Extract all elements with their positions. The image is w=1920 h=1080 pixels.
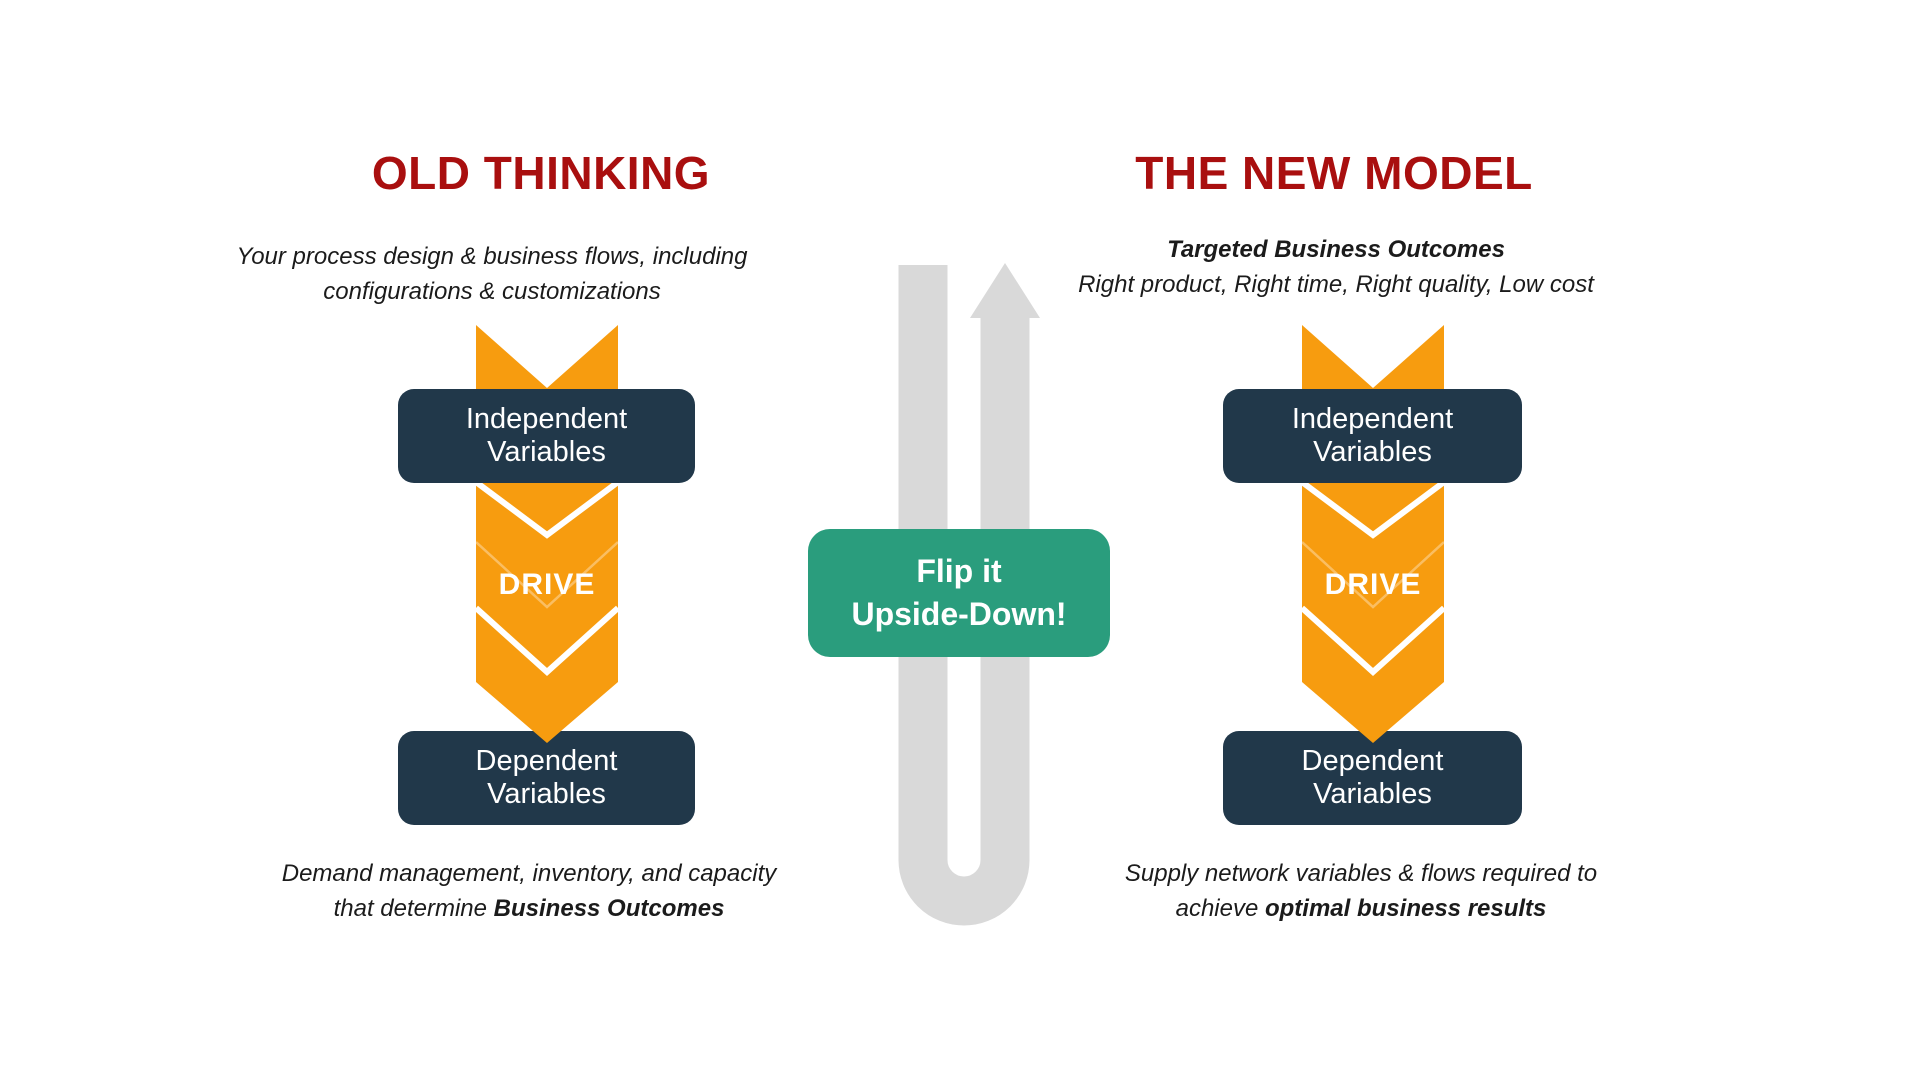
flip-upside-down-callout: Flip it Upside-Down! (808, 529, 1110, 657)
box-label-line: Independent (1291, 403, 1454, 435)
new-model-title: THE NEW MODEL (1135, 147, 1533, 199)
caption-line: Demand management, inventory, and capaci… (281, 860, 777, 887)
independent-variables-box: Independent Variables (1223, 389, 1522, 483)
u-turn-arrow-icon (898, 263, 1040, 926)
dependent-variables-box: Dependent Variables (398, 731, 695, 825)
chevron-divider-icon (1302, 479, 1444, 539)
chevron-divider-faint-icon (1302, 541, 1444, 609)
chevron-divider-icon (1302, 605, 1444, 677)
chevron-divider-icon (476, 605, 618, 677)
subtitle-line: Targeted Business Outcomes (1167, 236, 1505, 263)
new-model-subtitle: Targeted Business Outcomes Right product… (986, 232, 1686, 302)
subtitle-line: configurations & customizations (323, 278, 661, 305)
caption-bold-text: Business Outcomes (493, 895, 725, 922)
drive-label: DRIVE (498, 568, 596, 601)
chevron-divider-icon (476, 479, 618, 539)
caption-text: that determine (333, 895, 494, 922)
chevron-divider-faint-icon (476, 541, 618, 609)
old-thinking-caption: Demand management, inventory, and capaci… (199, 856, 859, 926)
u-turn-arrow-path (898, 265, 1030, 926)
u-turn-arrowhead (970, 263, 1040, 318)
flip-line: Upside-Down! (851, 596, 1067, 632)
dependent-variables-box: Dependent Variables (1223, 731, 1522, 825)
caption-text: achieve (1175, 895, 1265, 922)
down-arrow-icon (1302, 325, 1444, 743)
box-label-line: Variables (1313, 436, 1432, 468)
down-arrow-icon (476, 325, 618, 743)
box-label-line: Variables (487, 436, 606, 468)
box-label-line: Independent (465, 403, 628, 435)
box-label-line: Dependent (1301, 745, 1444, 777)
caption-line: achieve optimal business results (1031, 891, 1691, 926)
subtitle-line: Your process design & business flows, in… (236, 243, 748, 270)
caption-line: Supply network variables & flows require… (1124, 860, 1598, 887)
subtitle-line: Right product, Right time, Right quality… (1078, 271, 1594, 298)
box-label-line: Variables (487, 778, 606, 810)
new-model-caption: Supply network variables & flows require… (1031, 856, 1691, 926)
old-thinking-title: OLD THINKING (371, 147, 711, 199)
box-label-line: Variables (1313, 778, 1432, 810)
old-thinking-subtitle: Your process design & business flows, in… (142, 239, 842, 309)
independent-variables-box: Independent Variables (398, 389, 695, 483)
caption-bold-text: optimal business results (1264, 895, 1547, 922)
caption-line: that determine Business Outcomes (199, 891, 859, 926)
drive-label: DRIVE (1324, 568, 1422, 601)
flip-line: Flip it (916, 553, 1002, 589)
box-label-line: Dependent (475, 745, 618, 777)
